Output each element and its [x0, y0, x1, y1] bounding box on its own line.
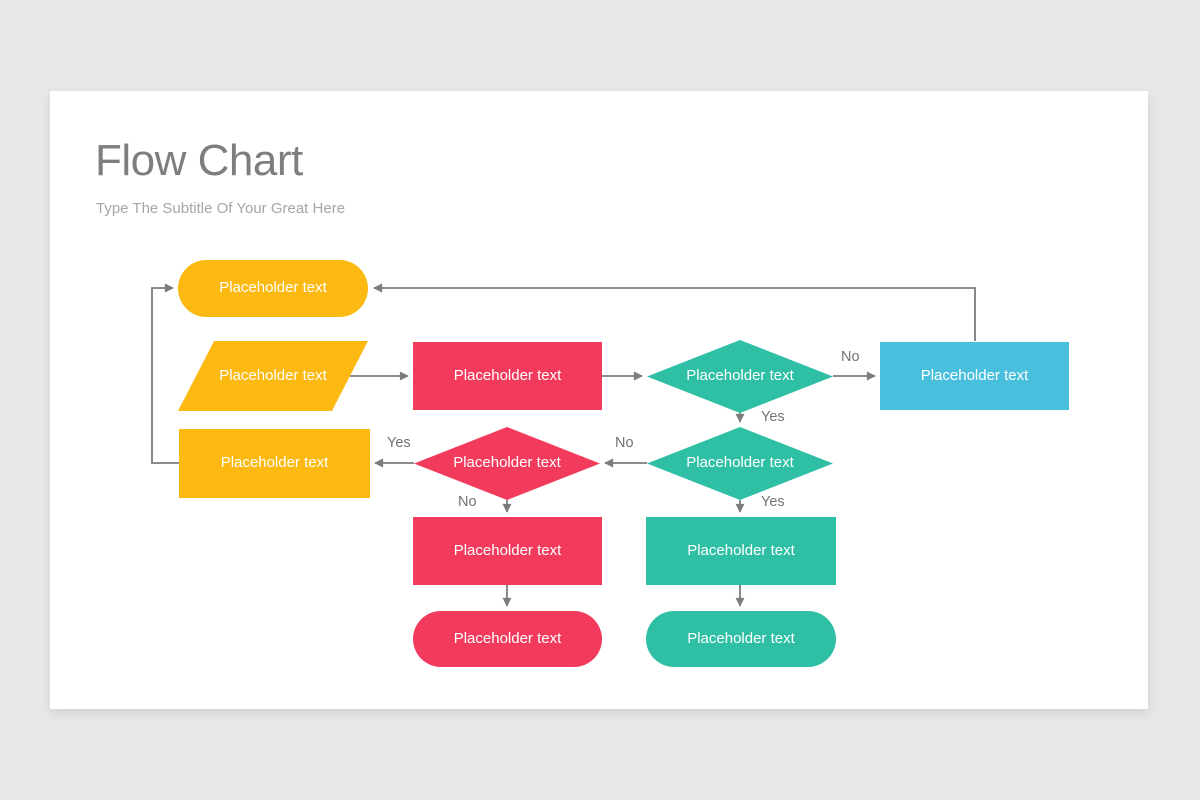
edge-label-decision-teal-2-yes: Yes [761, 494, 785, 510]
node-process-teal: Placeholder text [646, 517, 836, 585]
node-input-data: Placeholder text [178, 341, 368, 411]
node-terminator-teal: Placeholder text [646, 611, 836, 667]
page-subtitle: Type The Subtitle Of Your Great Here [96, 200, 346, 217]
edge-label-decision-teal-1-no: No [841, 349, 860, 365]
page-title: Flow Chart [95, 136, 303, 185]
node-process-yellow: Placeholder text [179, 429, 370, 498]
edge-label-decision-teal-2-no: No [615, 435, 634, 451]
node-terminator-start: Placeholder text [178, 260, 368, 317]
edge-label-decision-teal-1-yes: Yes [761, 409, 785, 425]
node-process-pink-1: Placeholder text [413, 342, 602, 410]
edge-label-decision-pink-no: No [458, 494, 477, 510]
edge-label-decision-pink-yes: Yes [387, 435, 411, 451]
node-process-cyan: Placeholder text [880, 342, 1069, 410]
node-terminator-pink: Placeholder text [413, 611, 602, 667]
node-process-pink-2: Placeholder text [413, 517, 602, 585]
